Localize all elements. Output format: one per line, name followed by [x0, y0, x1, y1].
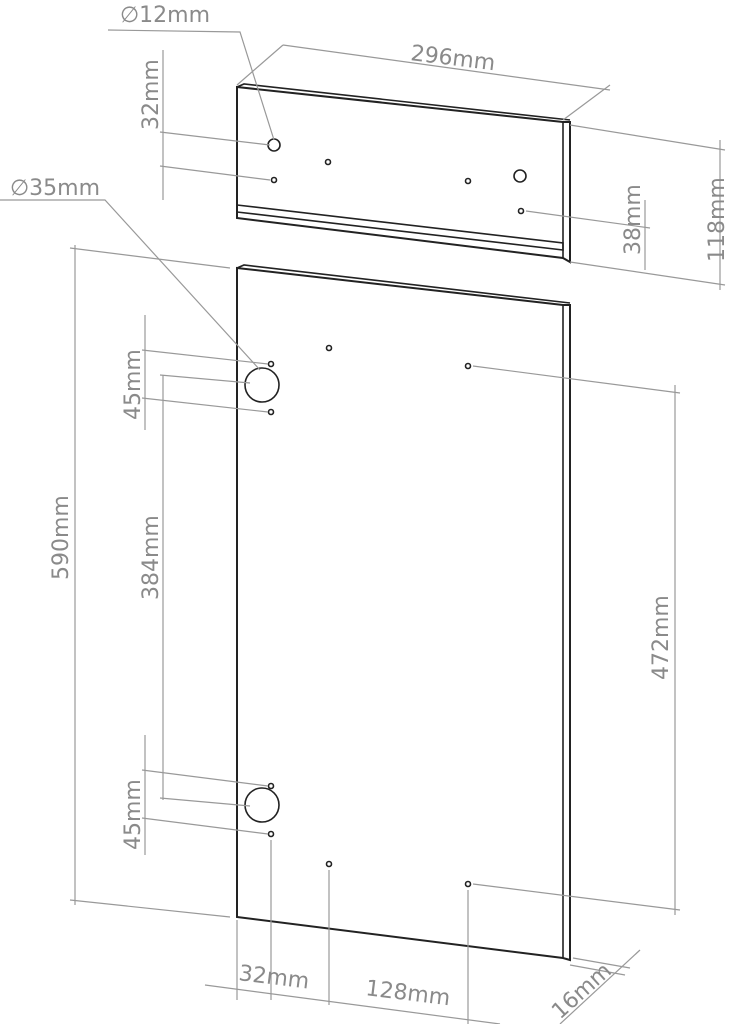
label-door-height: 590mm	[49, 495, 74, 580]
label-right-hole-spacing: 472mm	[649, 595, 674, 680]
label-top-hole-offset: 32mm	[139, 59, 164, 130]
label-hinge-spacing-top: 45mm	[121, 349, 146, 420]
label-hinge-spacing-bottom: 45mm	[121, 779, 146, 850]
label-thickness: 16mm	[547, 958, 616, 1024]
screw-hole	[267, 830, 275, 838]
screw-hole	[325, 344, 333, 352]
label-top-width: 296mm	[409, 41, 496, 76]
screw-hole	[464, 880, 472, 888]
screw-hole	[464, 362, 472, 370]
label-hole-35mm: ∅35mm	[10, 176, 100, 201]
screw-hole	[325, 860, 333, 868]
label-top-lower-offset: 38mm	[621, 184, 646, 255]
screw-hole	[464, 177, 472, 185]
label-hole-12mm: ∅12mm	[120, 3, 210, 28]
screw-hole	[267, 782, 275, 790]
drawer-front-panel	[236, 83, 571, 264]
hinge-hole-12mm	[513, 169, 527, 183]
screw-hole	[267, 360, 275, 368]
hinge-cup-hole-35mm	[244, 367, 280, 403]
dimension-lines	[0, 29, 726, 1024]
door-panel	[236, 264, 571, 962]
label-left-offset: 32mm	[237, 961, 310, 994]
screw-hole	[517, 207, 525, 215]
screw-hole	[270, 176, 278, 184]
hinge-cup-hole-35mm	[244, 787, 280, 823]
screw-hole	[324, 158, 332, 166]
screw-hole	[267, 408, 275, 416]
label-hinge-center-spacing: 384mm	[139, 515, 164, 600]
label-horizontal-spacing: 128mm	[364, 976, 451, 1011]
label-top-height: 118mm	[705, 177, 730, 262]
